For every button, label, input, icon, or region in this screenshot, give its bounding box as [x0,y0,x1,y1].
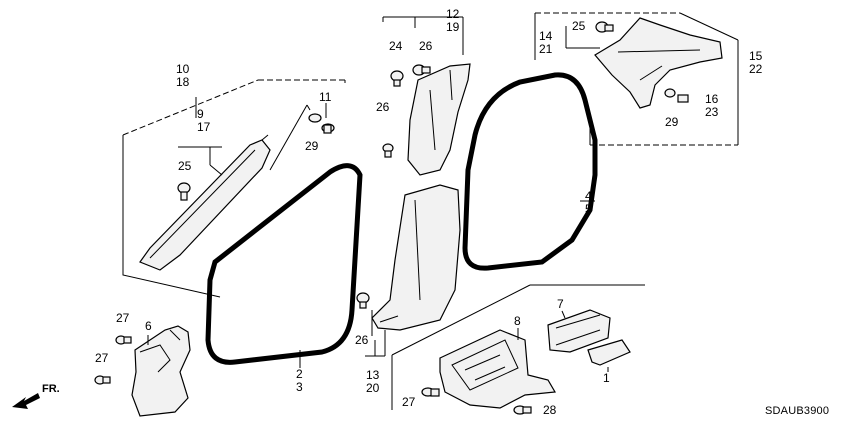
front-direction-label: FR. [42,383,60,395]
clip-16-23 [664,88,689,103]
side-lining-group-box [391,284,645,410]
clip-25-left [177,182,191,201]
clip-27-kick-lower [94,375,111,385]
rear-door-seal [462,72,598,271]
clip-26-mid [382,143,394,158]
front-direction-arrow-icon [12,393,40,409]
clip-24 [390,70,404,87]
callout-29-right: 29 [665,115,679,129]
clip-27-kick-upper [115,335,132,345]
clip-25-right [595,21,614,33]
clip-27-bracket [421,387,440,397]
callout-27-bracket: 27 [402,395,416,409]
callout-27-lower: 27 [95,351,109,365]
rear-pillar-garnish [594,17,723,109]
callout-8: 8 [514,314,521,328]
callout-29-left: 29 [305,139,319,153]
front-kick-panel [131,325,191,417]
callout-6: 6 [145,319,152,333]
callout-26-lower: 26 [355,333,369,347]
front-pillar-garnish [139,134,271,271]
front-pillar-group-box [122,79,346,298]
rear-pillar-group-box [534,12,739,146]
callout-28: 28 [543,403,557,417]
center-pillar-lower-garnish [371,184,461,331]
side-lining-bracket [439,329,556,409]
front-door-seal [205,163,363,365]
clip-28 [513,405,532,415]
callout-11: 11 [319,90,332,104]
center-pillar-upper-garnish [407,63,471,176]
callout-26-mid: 26 [376,100,390,114]
callout-24: 24 [389,39,403,53]
clip-26-lower [356,292,370,309]
callout-27-upper: 27 [116,311,130,325]
callout-7: 7 [557,297,564,311]
callout-1: 1 [603,371,610,385]
diagram-code: SDAUB3900 [765,405,830,417]
callout-25-right: 25 [572,19,586,33]
callout-26-top: 26 [419,39,433,53]
clip-26-top [412,64,431,76]
cover-lid [587,339,631,366]
grab-handle [547,309,611,353]
callout-25-left: 25 [178,159,192,173]
clip-11-29 [308,113,335,134]
